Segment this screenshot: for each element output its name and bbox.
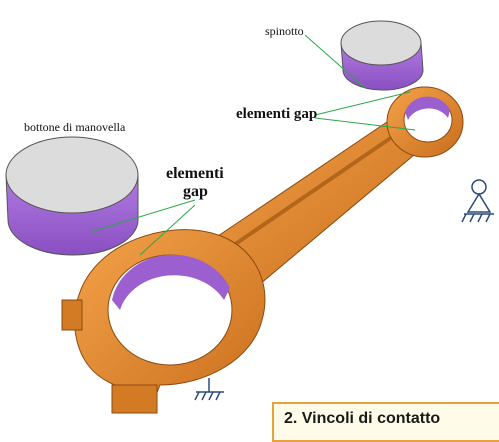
spinotto-cylinder	[341, 21, 423, 90]
caption-text: 2. Vincoli di contatto	[284, 410, 440, 428]
gap-label-left-line2: gap	[183, 183, 208, 201]
spinotto-label: spinotto	[265, 24, 304, 39]
bottone-label: bottone di manovella	[24, 120, 125, 135]
pin-support-symbol	[462, 180, 494, 222]
gap-label-top: elementi gap	[236, 106, 317, 123]
connecting-rod-diagram	[0, 0, 499, 433]
gap-label-left-line1: elementi	[166, 165, 224, 183]
caption-box: 2. Vincoli di contatto	[272, 402, 499, 442]
bottone-cylinder	[6, 137, 138, 255]
connecting-rod	[62, 87, 463, 413]
ground-symbol	[195, 378, 224, 400]
